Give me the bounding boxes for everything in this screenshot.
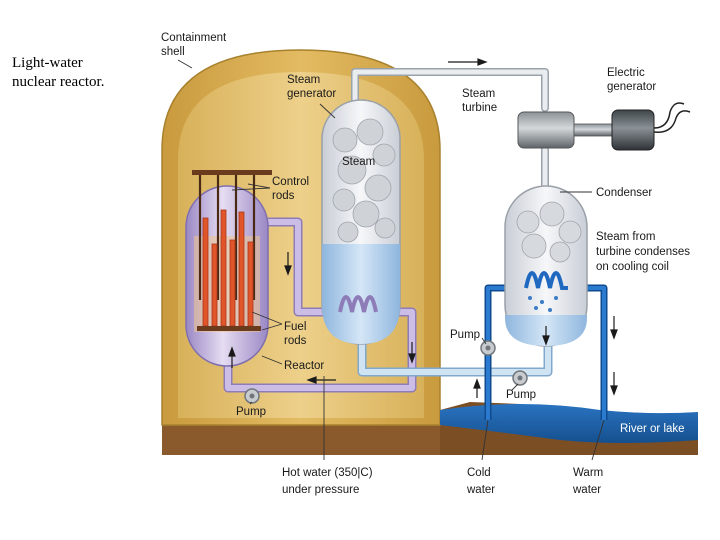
svg-text:Fuel: Fuel — [284, 321, 306, 333]
steam-cloud — [332, 118, 396, 243]
svg-text:under pressure: under pressure — [282, 484, 359, 496]
label-steam-turbine: Steam turbine — [462, 88, 497, 114]
label-steam: Steam — [342, 156, 375, 168]
svg-text:Containment: Containment — [161, 32, 227, 44]
label-control-rods: Control rods — [272, 176, 309, 202]
svg-text:rods: rods — [284, 335, 307, 347]
reactor-vessel — [185, 185, 269, 367]
svg-text:Warm: Warm — [573, 467, 603, 479]
svg-text:Control: Control — [272, 176, 309, 188]
svg-text:Steam: Steam — [287, 74, 320, 86]
pump-middle — [512, 370, 528, 386]
svg-text:on cooling coil: on cooling coil — [596, 261, 669, 273]
svg-text:Steam from: Steam from — [596, 231, 655, 243]
label-condenser: Condenser — [596, 187, 652, 199]
fuel-rods — [197, 209, 261, 331]
label-warm-water: Warm water — [572, 467, 603, 496]
svg-text:generator: generator — [287, 88, 336, 100]
pump-right — [480, 340, 496, 356]
label-fuel-rods: Fuel rods — [284, 321, 307, 347]
svg-text:Cold: Cold — [467, 467, 491, 479]
svg-text:water: water — [466, 484, 495, 496]
primary-loop — [223, 217, 417, 393]
title-line-1: Light-water — [12, 55, 83, 71]
label-condenser-note: Steam from turbine condenses on cooling … — [596, 231, 690, 273]
label-steam-generator: Steam generator — [287, 74, 336, 100]
label-electric-generator: Electric generator — [607, 67, 656, 93]
electric-generator — [611, 102, 691, 151]
slide-title: Light-water nuclear reactor. — [12, 54, 152, 92]
river — [440, 404, 698, 443]
svg-text:rods: rods — [272, 190, 295, 202]
label-containment: Containment shell — [161, 32, 227, 58]
label-hot-water: Hot water (350|C) under pressure — [282, 467, 373, 496]
pump-left — [244, 388, 260, 404]
svg-text:generator: generator — [607, 81, 656, 93]
label-pump-middle: Pump — [506, 389, 536, 401]
svg-text:turbine condenses: turbine condenses — [596, 246, 690, 258]
svg-text:Hot water (350|C): Hot water (350|C) — [282, 467, 373, 479]
feedwater-loop — [357, 342, 553, 377]
svg-text:water: water — [572, 484, 601, 496]
flow-arrows — [228, 58, 618, 398]
steam-turbine — [517, 111, 615, 149]
condenser — [504, 185, 588, 347]
svg-text:Steam: Steam — [462, 88, 495, 100]
control-rods — [192, 170, 272, 300]
label-cold-water: Cold water — [466, 467, 495, 496]
title-line-2: nuclear reactor. — [12, 74, 105, 90]
label-pump-right: Pump — [450, 329, 480, 341]
leader-lines — [177, 59, 605, 461]
condenser-steam — [516, 201, 582, 263]
label-reactor: Reactor — [284, 360, 324, 372]
steam-generator — [321, 99, 401, 345]
svg-text:turbine: turbine — [462, 102, 497, 114]
svg-text:Electric: Electric — [607, 67, 645, 79]
label-river: River or lake — [620, 423, 685, 435]
label-pump-left: Pump — [236, 406, 266, 418]
svg-text:shell: shell — [161, 46, 185, 58]
